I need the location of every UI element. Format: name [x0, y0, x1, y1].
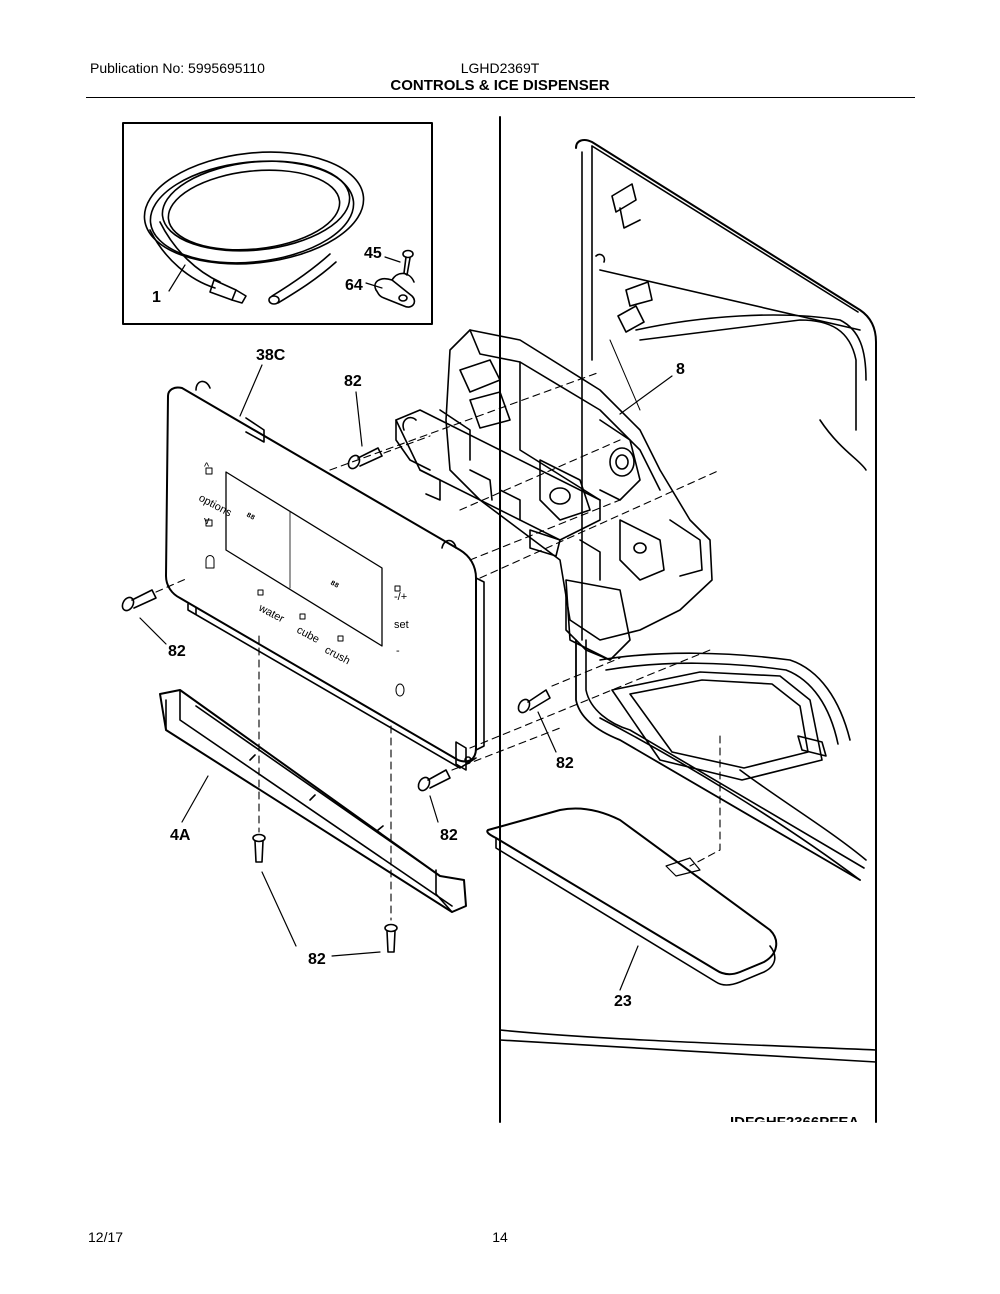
dispenser-housing-part-8	[395, 329, 713, 661]
screw-82-left-part	[121, 589, 157, 612]
panel-options-label: options	[197, 492, 234, 519]
callout-82-bottom: 82	[308, 951, 326, 968]
callout-82-mid: 82	[440, 827, 458, 844]
diagram-image-code: IDFGHF2366PFEA	[730, 1114, 859, 1131]
lower-trim-part-4a	[159, 689, 467, 913]
callout-23: 23	[614, 993, 632, 1010]
screw-82-trim-left-part	[252, 833, 266, 863]
page-number: 14	[492, 1229, 508, 1245]
callout-8: 8	[676, 361, 685, 378]
screw-82-mid-part	[417, 769, 451, 792]
panel-water-label: water	[256, 602, 287, 626]
clip-64-part	[374, 272, 416, 308]
screw-82-top-part	[347, 447, 383, 470]
callout-leaders	[139, 364, 673, 991]
callout-45: 45	[364, 245, 382, 262]
panel-up-label: ^	[204, 461, 210, 473]
callout-4a: 4A	[170, 827, 191, 844]
model-number: LGHD2369T	[460, 60, 540, 76]
door-outline	[499, 116, 877, 1123]
lcd-right-digits: 88	[329, 580, 340, 591]
lcd-left-digits: 88	[245, 512, 256, 523]
screw-45-part	[402, 249, 414, 276]
panel-cube-label: cube	[295, 624, 322, 646]
callout-labels: 1 45 64 38C 82 8 82 82 82 4A 82 23	[152, 245, 685, 1010]
callout-1: 1	[152, 289, 161, 306]
screw-82-trim-right-part	[384, 923, 398, 953]
control-panel-cover-part-38c	[165, 380, 485, 771]
panel-down-label: v	[204, 515, 210, 527]
callout-38c: 38C	[256, 347, 286, 364]
inset-box	[122, 122, 433, 325]
screw-82-right-part	[517, 689, 551, 714]
callout-82-right: 82	[556, 755, 574, 772]
callout-82-top: 82	[344, 373, 362, 390]
water-hose-part	[143, 151, 365, 305]
panel-crush-label: crush	[323, 644, 352, 667]
publication-number: Publication No: 5995695110	[90, 60, 265, 76]
callout-82-left: 82	[168, 643, 186, 660]
footer-date: 12/17	[88, 1229, 124, 1245]
panel-minus-label: -	[396, 645, 400, 657]
header-rule	[86, 97, 915, 98]
callout-64: 64	[345, 277, 363, 294]
drip-tray-part-23	[486, 807, 778, 986]
panel-set-label: set	[394, 619, 409, 631]
page-title: CONTROLS & ICE DISPENSER	[390, 77, 610, 94]
assembly-guide-lines	[155, 371, 721, 921]
panel-plus-minus-label: -/+	[394, 591, 407, 603]
